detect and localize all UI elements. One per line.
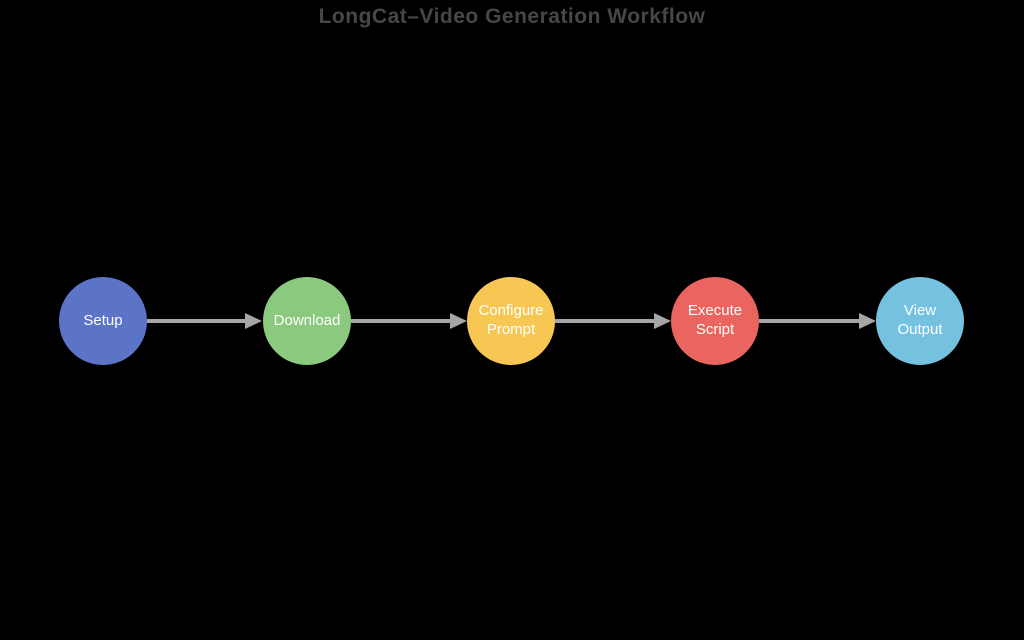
arrow-shaft: [147, 319, 246, 323]
arrow-download-to-configure-prompt: [351, 313, 467, 329]
arrow-head-icon: [859, 313, 876, 329]
node-label: View Output: [897, 302, 943, 338]
arrow-head-icon: [450, 313, 467, 329]
arrow-head-icon: [654, 313, 671, 329]
arrow-execute-script-to-view-output: [759, 313, 876, 329]
workflow-node-setup: Setup: [59, 277, 147, 365]
diagram-title: LongCat–Video Generation Workflow: [318, 5, 706, 28]
node-label: Setup: [83, 311, 123, 329]
node-label: Download: [273, 311, 341, 329]
node-label: Execute Script: [687, 302, 743, 338]
arrow-shaft: [351, 319, 451, 323]
workflow-node-view-output: View Output: [876, 277, 964, 365]
workflow-node-execute-script: Execute Script: [671, 277, 759, 365]
arrow-head-icon: [245, 313, 262, 329]
workflow-node-configure-prompt: Configure Prompt: [467, 277, 555, 365]
arrow-setup-to-download: [147, 313, 262, 329]
arrow-shaft: [759, 319, 860, 323]
node-label: Configure Prompt: [478, 302, 544, 338]
arrow-configure-prompt-to-execute-script: [555, 313, 671, 329]
workflow-node-download: Download: [263, 277, 351, 365]
arrow-shaft: [555, 319, 655, 323]
